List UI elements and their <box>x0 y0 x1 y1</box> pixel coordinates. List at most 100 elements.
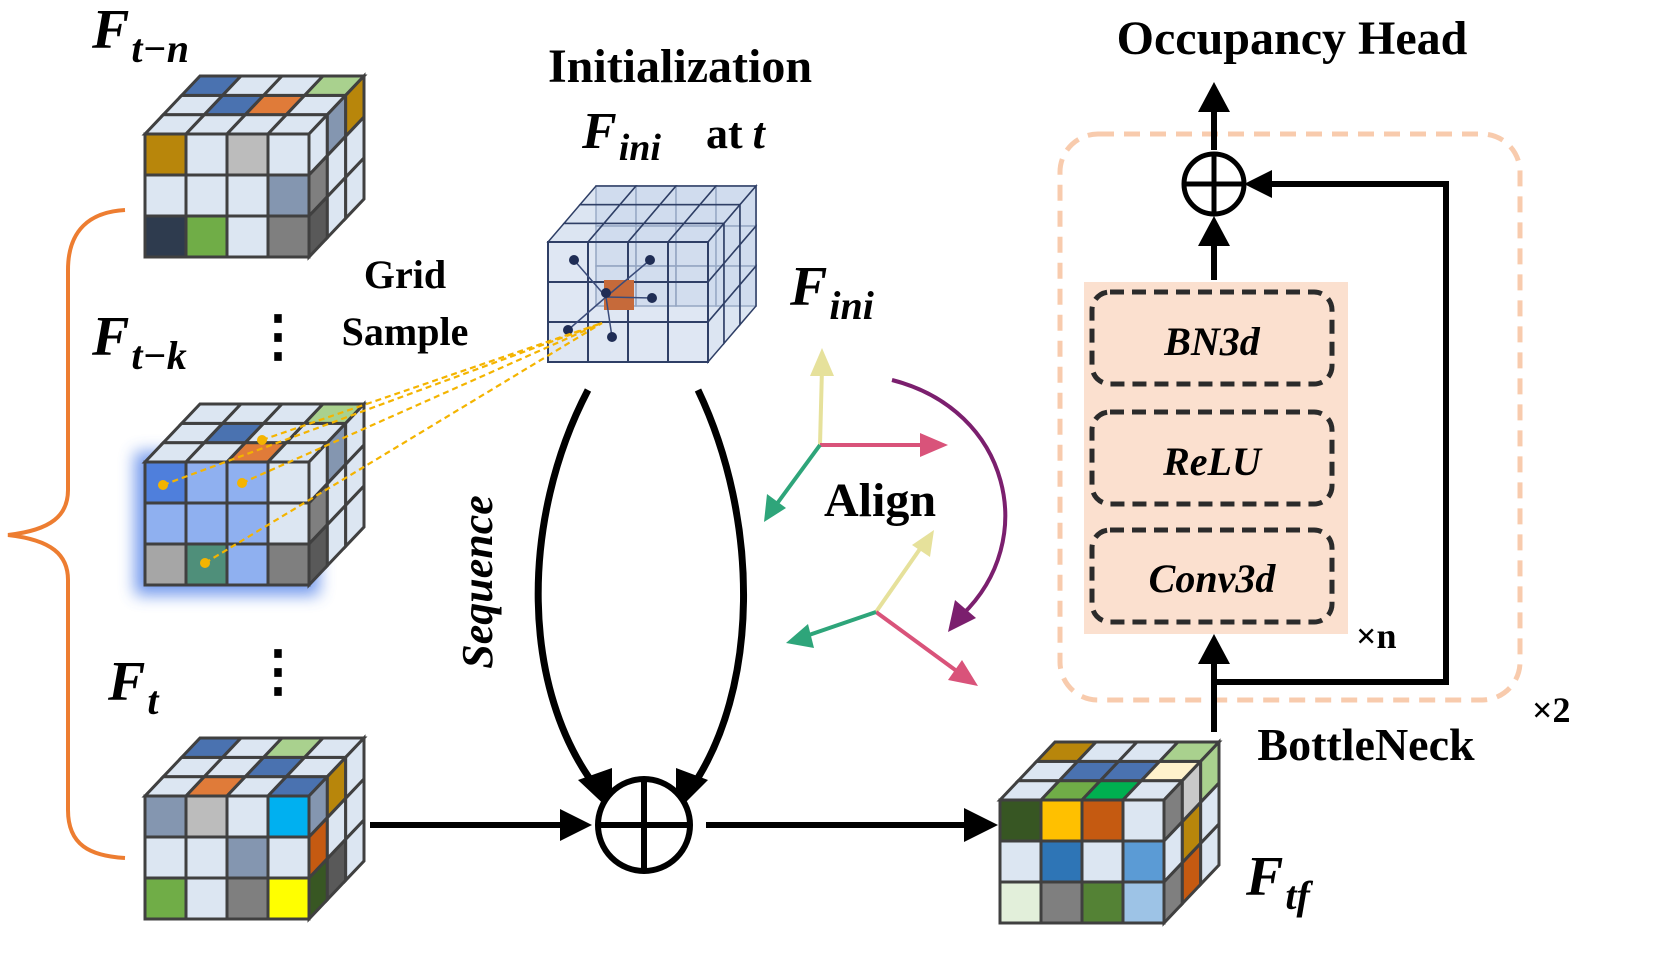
temporal-brace <box>7 208 126 860</box>
label-initialization: Initialization <box>548 40 812 93</box>
cube-cell <box>266 794 311 839</box>
cube-cell <box>143 794 188 839</box>
axis-bottom-y-head <box>912 530 934 557</box>
cube-cell <box>225 835 270 880</box>
cube-cell <box>225 214 270 259</box>
cube-cell <box>225 460 270 505</box>
label-f-tf: Ftf <box>1245 846 1313 918</box>
cube-cell <box>184 876 229 921</box>
sample-point <box>647 293 657 303</box>
residual-add-node <box>1181 151 1247 217</box>
label-f-t-n: Ft−n <box>91 0 189 71</box>
label-times-2: ×2 <box>1532 690 1571 730</box>
f-ini-lattice-cube <box>546 183 758 365</box>
cube-cell <box>1080 880 1125 925</box>
label-grid: Grid <box>364 252 446 297</box>
label-sequence: Sequence <box>453 495 502 669</box>
cube-cell <box>266 132 311 177</box>
relu-box <box>1089 409 1335 507</box>
cube-f-t <box>141 734 368 923</box>
cube-cell <box>266 501 311 546</box>
cube-cell <box>1039 839 1084 884</box>
cube-cell <box>184 173 229 218</box>
bottleneck-block-bg <box>1084 282 1348 634</box>
conv3d-box <box>1089 527 1335 625</box>
sample-origin-dot <box>237 478 247 488</box>
cube-cell <box>184 132 229 177</box>
cube-cell <box>1121 880 1166 925</box>
cube-cell <box>143 835 188 880</box>
arrowhead-into-conv <box>1198 634 1230 664</box>
cube-cell <box>143 501 188 546</box>
cube-cell <box>225 794 270 839</box>
fusion-add-node <box>595 776 693 874</box>
cube-f-t-k <box>135 400 368 595</box>
cube-cell <box>225 501 270 546</box>
align-axes-bottom <box>805 544 960 674</box>
bottleneck-dashed-box <box>1057 131 1523 703</box>
cube-cell <box>344 482 366 551</box>
dots-lower: ⋮ <box>250 641 306 703</box>
align-rotation-arc <box>891 378 1008 617</box>
cube-cell <box>184 501 229 546</box>
label-f-ini-top: Fini <box>581 103 661 169</box>
grid-sample-points <box>158 435 267 568</box>
cube-cell <box>998 798 1043 843</box>
cube-cell <box>344 154 366 223</box>
arrowhead-residual <box>1244 170 1272 198</box>
label-times-n: ×n <box>1356 616 1397 656</box>
cube-cell <box>225 132 270 177</box>
sample-origin-dot <box>158 480 168 490</box>
bn3d-box <box>1089 289 1335 387</box>
arrowhead-into-add <box>1198 216 1230 246</box>
cube-cell <box>184 794 229 839</box>
cube-cell <box>184 835 229 880</box>
cube-cell <box>266 835 311 880</box>
cube-cell <box>184 214 229 259</box>
label-f-ini-side: Fini <box>789 256 874 328</box>
arrowhead-to-occupancy <box>1198 82 1230 112</box>
arrowhead-to-ftf <box>964 808 998 842</box>
sample-origin-dot <box>200 558 210 568</box>
cube-cell <box>1199 820 1221 889</box>
cube-cell <box>998 880 1043 925</box>
cube-cell <box>1039 880 1084 925</box>
label-f-t: Ft <box>107 651 160 723</box>
cube-cell <box>1039 798 1084 843</box>
cube-cell <box>1121 839 1166 884</box>
cube-cell <box>143 132 188 177</box>
cube-cell <box>184 460 229 505</box>
cube-f-t-n <box>141 72 368 261</box>
align-axes-top <box>774 367 928 507</box>
sequence-arrows <box>534 388 748 793</box>
sample-origin-dot <box>257 435 267 445</box>
cube-cell <box>266 214 311 259</box>
cube-cell <box>266 542 311 587</box>
axis-top-z-head <box>764 494 786 522</box>
feature-cubes <box>135 72 1223 927</box>
axis-bottom-x-head <box>948 660 978 686</box>
arrowhead-to-add <box>560 809 592 841</box>
cube-cell <box>998 839 1043 884</box>
label-f-t-k: Ft−k <box>91 306 187 378</box>
label-conv3d: Conv3d <box>1149 556 1277 601</box>
sample-point <box>607 332 617 342</box>
cube-cell <box>266 876 311 921</box>
align-rotation-arc-head <box>948 600 976 632</box>
sample-point <box>563 325 573 335</box>
cube-cell <box>1080 798 1125 843</box>
label-align: Align <box>824 474 936 527</box>
cube-cell <box>143 173 188 218</box>
cube-f-tf <box>996 738 1223 927</box>
label-bottleneck: BottleNeck <box>1257 719 1475 770</box>
cube-cell <box>225 173 270 218</box>
axis-top-y-head <box>810 348 834 376</box>
axis-top-x-head <box>920 433 948 457</box>
grid-sample-lines <box>162 321 603 564</box>
cube-cell <box>225 876 270 921</box>
cube-cell <box>344 816 366 885</box>
cube-cell <box>143 542 188 587</box>
cube-cell <box>225 542 270 587</box>
